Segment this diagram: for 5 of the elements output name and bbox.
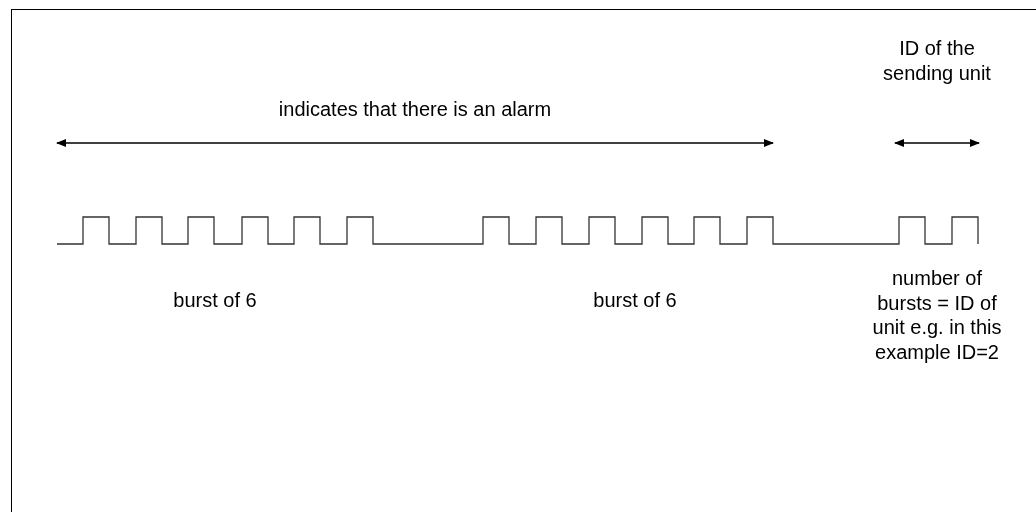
annotation-text: burst of 6 bbox=[592, 288, 678, 313]
annotation-text: ID of the sending unit bbox=[882, 36, 992, 85]
annotation-text: number of bursts = ID of unit e.g. in this example ID=2 bbox=[872, 266, 1002, 364]
annotation-text: burst of 6 bbox=[172, 288, 258, 313]
annotation-text: indicates that there is an alarm bbox=[277, 97, 553, 122]
